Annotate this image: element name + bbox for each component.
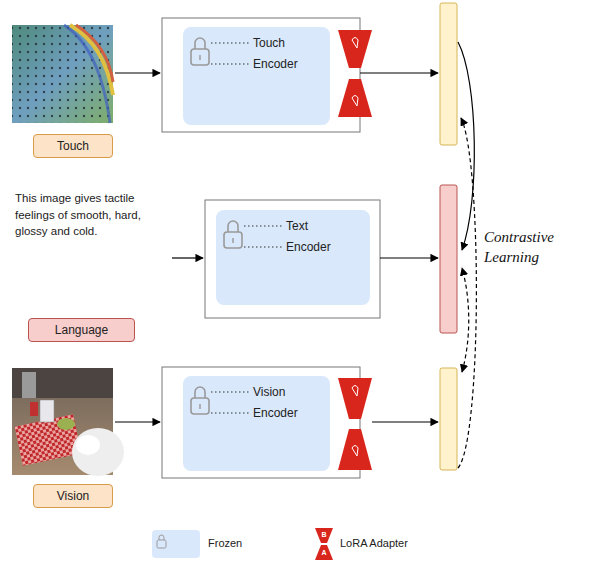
encoder-label: Encoder	[253, 406, 298, 420]
flow-arrow	[115, 73, 438, 422]
lock-icon	[152, 530, 200, 558]
embedding-bar	[440, 368, 457, 470]
encoder-panel: TouchEncoder	[183, 27, 330, 125]
contrastive-arc	[458, 42, 476, 468]
lora-letter: A	[320, 548, 328, 557]
encoder-panel: TextEncoder	[216, 210, 370, 305]
modality-name: Touch	[57, 139, 89, 153]
vision-image	[12, 368, 124, 476]
tactile-image	[12, 25, 113, 123]
legend-swatch	[152, 530, 200, 558]
legend-text: LoRA Adapter	[340, 537, 408, 549]
encoder-frame	[162, 367, 360, 478]
caption-text: This image gives tactile feelings of smo…	[15, 190, 167, 240]
encoder-label: Encoder	[286, 240, 331, 254]
encoder-frame	[205, 200, 380, 318]
encoder-label: Text	[286, 219, 308, 233]
encoder-frame	[162, 18, 360, 132]
lock-icon	[183, 27, 253, 77]
embedding-bar	[440, 3, 457, 145]
encoder-panel: VisionEncoder	[183, 376, 330, 471]
contrastive-label: Contrastive Learning	[484, 228, 574, 267]
lora-letter: B	[320, 530, 328, 539]
modality-tag: Language	[28, 318, 135, 342]
legend-lora-icon	[315, 528, 333, 560]
lock-icon	[216, 210, 286, 260]
encoder-label: Vision	[253, 385, 285, 399]
lock-icon	[183, 376, 253, 426]
encoder-label: Touch	[253, 36, 285, 50]
modality-tag: Touch	[33, 134, 113, 158]
encoder-label: Encoder	[253, 57, 298, 71]
modality-tag: Vision	[33, 484, 113, 508]
embedding-bar	[440, 185, 457, 333]
legend-text: Frozen	[208, 537, 242, 549]
modality-name: Language	[55, 323, 108, 337]
modality-name: Vision	[57, 489, 89, 503]
